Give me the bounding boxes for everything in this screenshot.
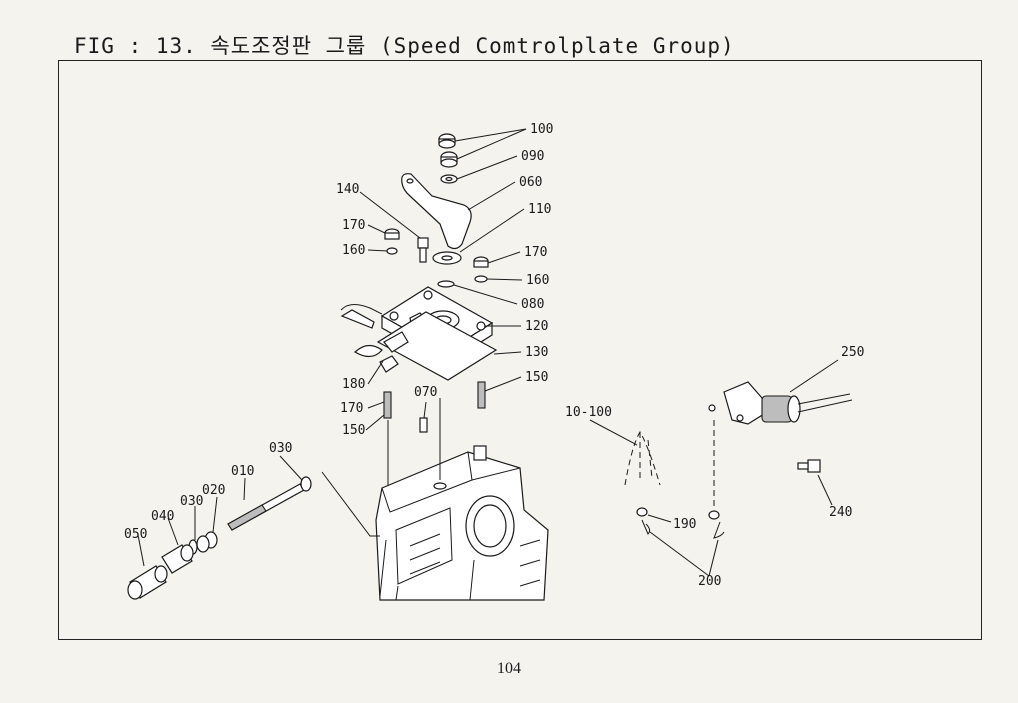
washer-160-right xyxy=(474,275,488,283)
callout-130: 130 xyxy=(525,345,548,360)
callout-100: 100 xyxy=(530,122,553,137)
leader-lines xyxy=(137,128,839,577)
washer-090 xyxy=(440,174,458,184)
callout-120: 120 xyxy=(525,319,548,334)
gasket-130 xyxy=(376,311,498,381)
callout-010: 010 xyxy=(231,464,254,479)
bolt-140 xyxy=(417,237,429,263)
washer-110 xyxy=(432,251,462,265)
callout-090: 090 xyxy=(521,149,544,164)
stud-150-right xyxy=(477,381,486,409)
callout-040: 040 xyxy=(151,509,174,524)
callout-110: 110 xyxy=(528,202,551,217)
linkage-180 xyxy=(340,309,409,373)
callout-020: 020 xyxy=(202,483,225,498)
nut-170-right xyxy=(473,256,489,268)
callout-200: 200 xyxy=(698,574,721,589)
figure-title: FIG : 13. 속도조정판 그룹 (Speed Comtrolplate G… xyxy=(74,34,735,58)
nut-170-left xyxy=(384,228,400,240)
callout-080: 080 xyxy=(521,297,544,312)
collar-020 xyxy=(196,531,218,553)
bolt-240 xyxy=(797,459,821,473)
lever-060 xyxy=(401,173,472,250)
callout-050: 050 xyxy=(124,527,147,542)
callout-140: 140 xyxy=(336,182,359,197)
page-number: 104 xyxy=(497,660,521,677)
callout-150-left: 150 xyxy=(342,423,365,438)
o-ring-080 xyxy=(437,280,455,288)
callout-070: 070 xyxy=(414,385,437,400)
callout-170-lower: 170 xyxy=(340,401,363,416)
callout-030-lower: 030 xyxy=(180,494,203,509)
cap-050 xyxy=(127,565,168,600)
callout-250: 250 xyxy=(841,345,864,360)
callout-150-right: 150 xyxy=(525,370,548,385)
washer-030-upper xyxy=(300,476,312,492)
pin-070 xyxy=(419,417,428,433)
callout-160-left: 160 xyxy=(342,243,365,258)
engine-block xyxy=(375,445,549,601)
callout-170-left: 170 xyxy=(342,218,365,233)
callout-160-right: 160 xyxy=(526,273,549,288)
pins-200 xyxy=(641,519,725,539)
spring-holder-040 xyxy=(161,544,194,574)
diagram-frame xyxy=(58,60,982,640)
phantom-linkage xyxy=(624,431,661,486)
callout-10-100: 10-100 xyxy=(565,405,612,420)
clip-190 xyxy=(636,507,720,520)
callout-170-right: 170 xyxy=(524,245,547,260)
nut-100-lower xyxy=(440,151,458,168)
stud-150-left xyxy=(383,391,392,419)
solenoid-250 xyxy=(708,381,853,425)
governor-rod-010 xyxy=(227,483,305,531)
callout-240: 240 xyxy=(829,505,852,520)
callout-180: 180 xyxy=(342,377,365,392)
callout-190: 190 xyxy=(673,517,696,532)
callout-030-upper: 030 xyxy=(269,441,292,456)
nut-100-upper xyxy=(438,133,456,149)
callout-060: 060 xyxy=(519,175,542,190)
washer-160-left xyxy=(386,247,398,255)
